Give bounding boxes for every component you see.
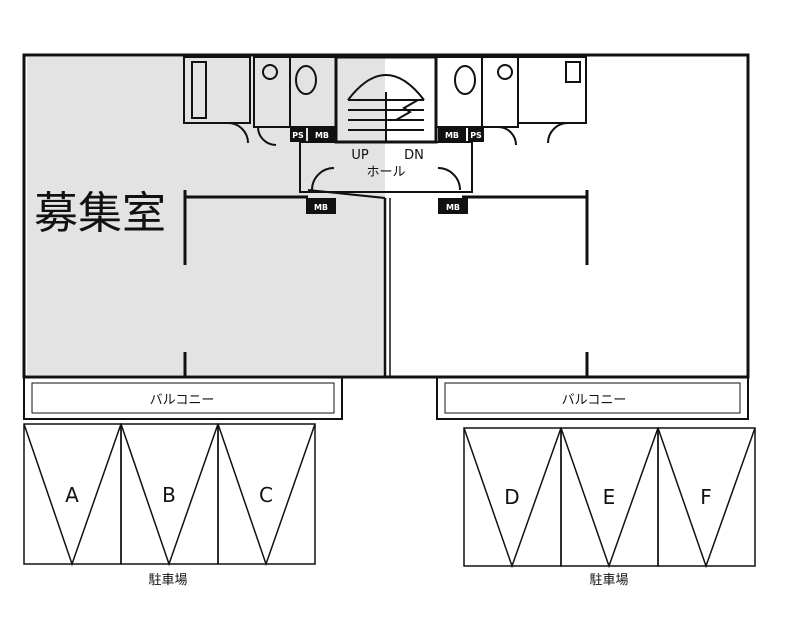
mb-label-top-left: MB	[315, 131, 329, 140]
balcony-left	[23, 376, 343, 420]
mb-label-top-right: MB	[445, 131, 459, 140]
parking-space-a: A	[65, 483, 79, 507]
parking-space-c: C	[259, 483, 273, 507]
ps-label-left: PS	[292, 131, 304, 140]
stair-down-label: DN	[404, 148, 424, 163]
vacancy-label: 募集室	[34, 188, 166, 239]
parking-space-b: B	[162, 483, 176, 507]
balcony-right	[436, 376, 749, 420]
parking-space-f: F	[700, 485, 712, 509]
hall-label: ホール	[366, 165, 405, 180]
shaft-boxes: PS MB MB PS MB MB	[290, 127, 484, 214]
mb-label-bottom-left: MB	[314, 203, 328, 212]
parking-right	[463, 427, 756, 569]
service-core	[183, 55, 587, 193]
parking-space-e: E	[603, 485, 616, 509]
parking-label-left: 駐車場	[148, 573, 187, 588]
ps-label-right: PS	[470, 131, 482, 140]
balcony-label-right: バルコニー	[562, 393, 627, 408]
parking-space-d: D	[504, 485, 519, 509]
mb-label-bottom-right: MB	[446, 203, 460, 212]
balcony-label-left: バルコニー	[150, 393, 215, 408]
stair-up-label: UP	[351, 148, 369, 163]
parking-left	[23, 423, 316, 567]
parking-label-right: 駐車場	[589, 573, 628, 588]
